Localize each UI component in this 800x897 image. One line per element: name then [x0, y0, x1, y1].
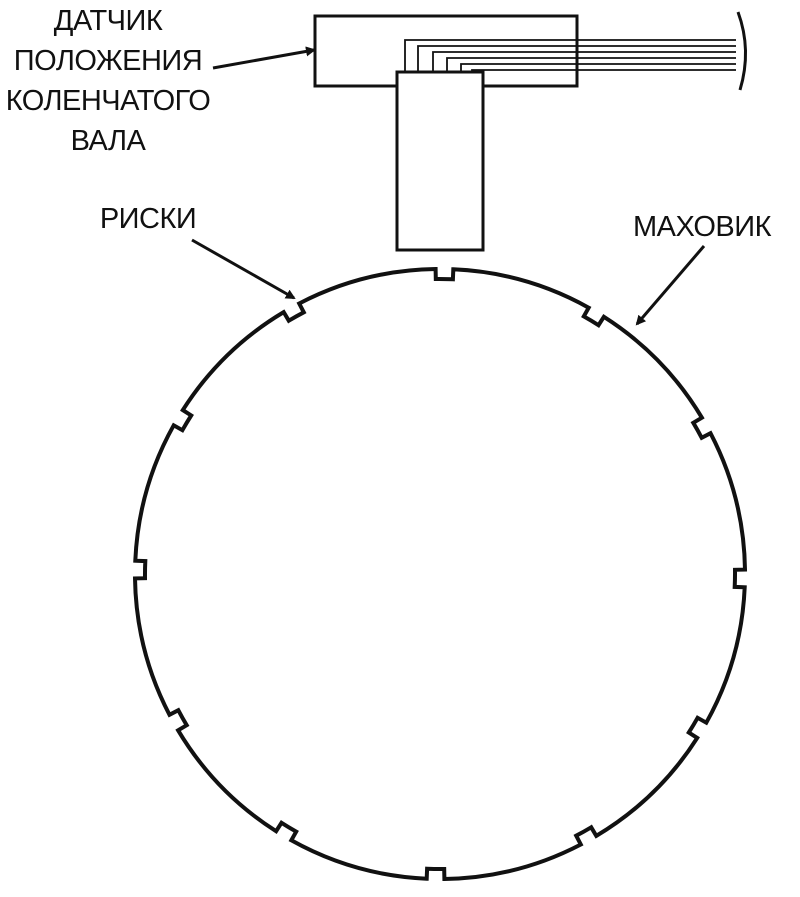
flywheel [132, 266, 748, 882]
marks-label: РИСКИ [100, 203, 196, 235]
sensor-label-line-2: ПОЛОЖЕНИЯ [14, 45, 202, 77]
crankshaft-position-sensor [313, 11, 748, 252]
flywheel-arrow [635, 245, 706, 326]
sensor-probe [395, 70, 485, 252]
sensor-label-line-1: ДАТЧИК [54, 5, 163, 37]
flywheel-label: МАХОВИК [633, 211, 772, 243]
sensor-arrow [212, 46, 316, 70]
sensor-label-line-3: КОЛЕНЧАТОГО [6, 85, 211, 117]
marks-arrow [191, 238, 296, 300]
sensor-label-line-4: ВАЛА [71, 125, 147, 157]
sensor-wires [404, 39, 736, 72]
sensor-label: ДАТЧИК ПОЛОЖЕНИЯ КОЛЕНЧАТОГО ВАЛА [6, 5, 211, 157]
wire-bundle-cut [736, 11, 748, 91]
